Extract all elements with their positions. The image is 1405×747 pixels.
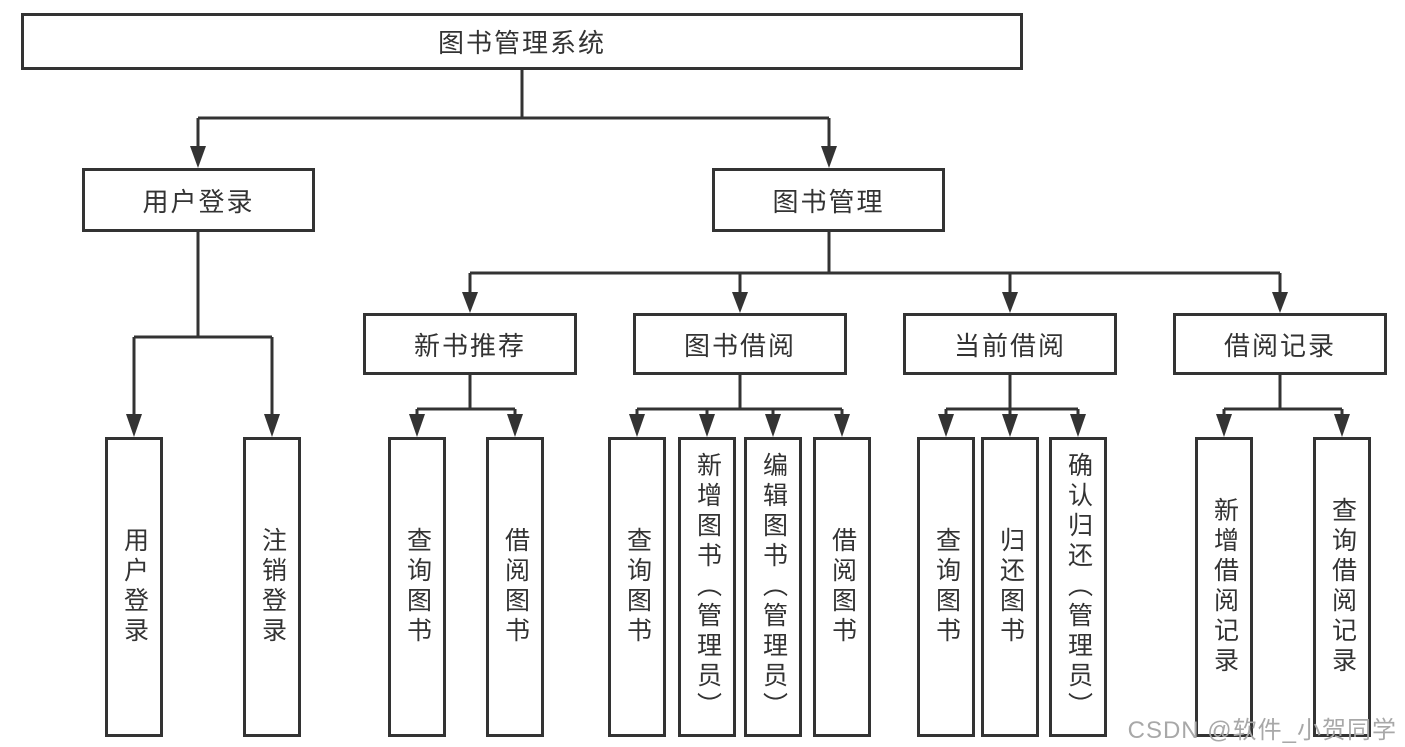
- arrowhead-icon: [699, 414, 715, 437]
- arrowhead-icon: [190, 146, 206, 168]
- arrowhead-icon: [1002, 292, 1018, 313]
- leaf-add-borrow-record: 新增借阅记录: [1195, 437, 1253, 737]
- leaf-return-books: 归还图书: [981, 437, 1039, 737]
- arrowhead-icon: [462, 292, 478, 313]
- leaf-confirm-return-admin: 确认归还（管理员）: [1049, 437, 1107, 737]
- arrowhead-icon: [1002, 414, 1018, 437]
- node-label: 用户登录: [120, 527, 149, 647]
- node-borrow-records: 借阅记录: [1173, 313, 1387, 375]
- node-new-book-recommend: 新书推荐: [363, 313, 577, 375]
- node-label: 借阅图书: [828, 527, 857, 647]
- node-label: 新书推荐: [413, 330, 526, 361]
- connector-bookmgmt-to-level3: [462, 232, 1288, 313]
- node-label: 查询图书: [403, 527, 432, 647]
- leaf-query-borrow-record: 查询借阅记录: [1313, 437, 1371, 737]
- leaf-borrow-books: 借阅图书: [486, 437, 544, 737]
- leaf-add-books-admin: 新增图书（管理员）: [678, 437, 736, 737]
- node-book-management: 图书管理: [712, 168, 945, 232]
- connector-userlogin-to-leaves: [126, 232, 280, 437]
- connector-newbook-to-leaves: [409, 375, 523, 437]
- arrowhead-icon: [629, 414, 645, 437]
- node-label: 查询借阅记录: [1328, 497, 1357, 677]
- node-label: 注销登录: [258, 527, 287, 647]
- arrowhead-icon: [821, 146, 837, 168]
- arrowhead-icon: [1070, 414, 1086, 437]
- node-label: 查询图书: [623, 527, 652, 647]
- node-user-login: 用户登录: [82, 168, 315, 232]
- arrowhead-icon: [732, 292, 748, 313]
- node-label: 用户登录: [142, 186, 255, 217]
- node-label: 图书借阅: [683, 330, 796, 361]
- arrowhead-icon: [1216, 414, 1232, 437]
- csdn-watermark: CSDN @软件_小贺同学: [1127, 717, 1397, 744]
- arrowhead-icon: [507, 414, 523, 437]
- connector-bookborrow-to-leaves: [629, 375, 850, 437]
- arrowhead-icon: [1334, 414, 1350, 437]
- node-label: 新增借阅记录: [1210, 497, 1239, 677]
- leaf-user-login: 用户登录: [105, 437, 163, 737]
- arrowhead-icon: [1272, 292, 1288, 313]
- node-label: 借阅图书: [501, 527, 530, 647]
- leaf-logout: 注销登录: [243, 437, 301, 737]
- arrowhead-icon: [264, 414, 280, 437]
- leaf-borrow-books: 借阅图书: [813, 437, 871, 737]
- node-current-borrow: 当前借阅: [903, 313, 1117, 375]
- node-label: 新增图书（管理员）: [693, 452, 722, 722]
- node-label: 当前借阅: [953, 330, 1066, 361]
- leaf-query-books: 查询图书: [917, 437, 975, 737]
- arrowhead-icon: [834, 414, 850, 437]
- node-label: 归还图书: [996, 527, 1025, 647]
- node-book-borrow: 图书借阅: [633, 313, 847, 375]
- leaf-query-books: 查询图书: [608, 437, 666, 737]
- node-label: 图书管理系统: [437, 28, 606, 58]
- arrowhead-icon: [409, 414, 425, 437]
- node-label: 借阅记录: [1223, 330, 1336, 361]
- node-label: 查询图书: [932, 527, 961, 647]
- node-label: 图书管理: [772, 186, 885, 217]
- node-label: 编辑图书（管理员）: [759, 452, 788, 722]
- arrowhead-icon: [938, 414, 954, 437]
- connector-root-to-level2: [190, 70, 837, 168]
- arrowhead-icon: [126, 414, 142, 437]
- leaf-edit-books-admin: 编辑图书（管理员）: [744, 437, 802, 737]
- leaf-query-books: 查询图书: [388, 437, 446, 737]
- connector-currentborrow-to-leaves: [938, 375, 1086, 437]
- node-label: 确认归还（管理员）: [1064, 452, 1093, 722]
- arrowhead-icon: [765, 414, 781, 437]
- connector-borrowrecords-to-leaves: [1216, 375, 1350, 437]
- node-library-management-system: 图书管理系统: [21, 13, 1023, 70]
